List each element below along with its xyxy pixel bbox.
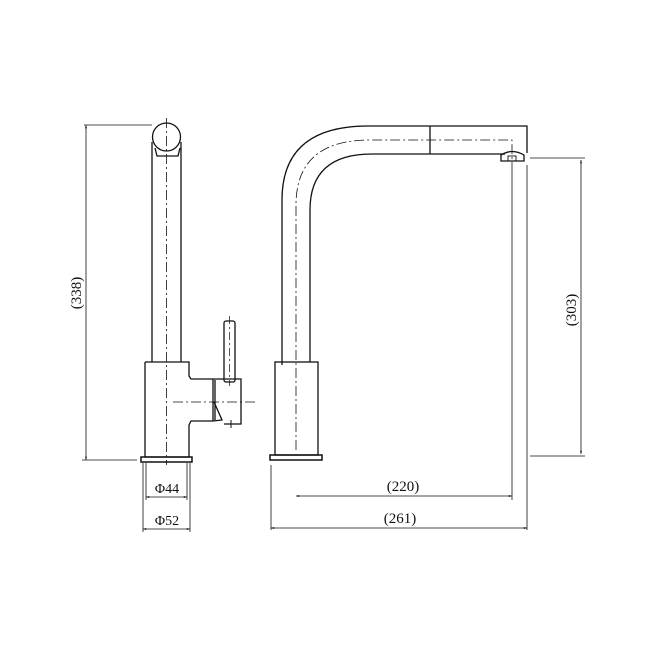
front-spout-centerline (295, 139, 513, 450)
front-view (269, 125, 585, 530)
side-lever-handle (212, 316, 242, 428)
dim-label-303: (303) (564, 294, 580, 327)
front-base-ring (269, 454, 323, 461)
dim-label-phi52: Φ52 (155, 514, 179, 529)
dim-label-phi44: Φ44 (155, 482, 179, 497)
side-view (82, 118, 258, 532)
front-aerator (500, 150, 525, 162)
dim-label-338: (338) (69, 277, 85, 310)
front-body-block (274, 361, 319, 456)
front-spout-tube (281, 125, 528, 365)
dim-label-261: (261) (384, 511, 417, 527)
side-spout-column (151, 142, 182, 362)
front-dimension-extensions (270, 157, 585, 530)
side-body-block (144, 361, 213, 458)
dimension-height-338 (82, 124, 152, 461)
side-base-ring (140, 456, 193, 463)
dimension-diameter-lines (142, 463, 191, 532)
dim-label-220: (220) (387, 479, 420, 495)
